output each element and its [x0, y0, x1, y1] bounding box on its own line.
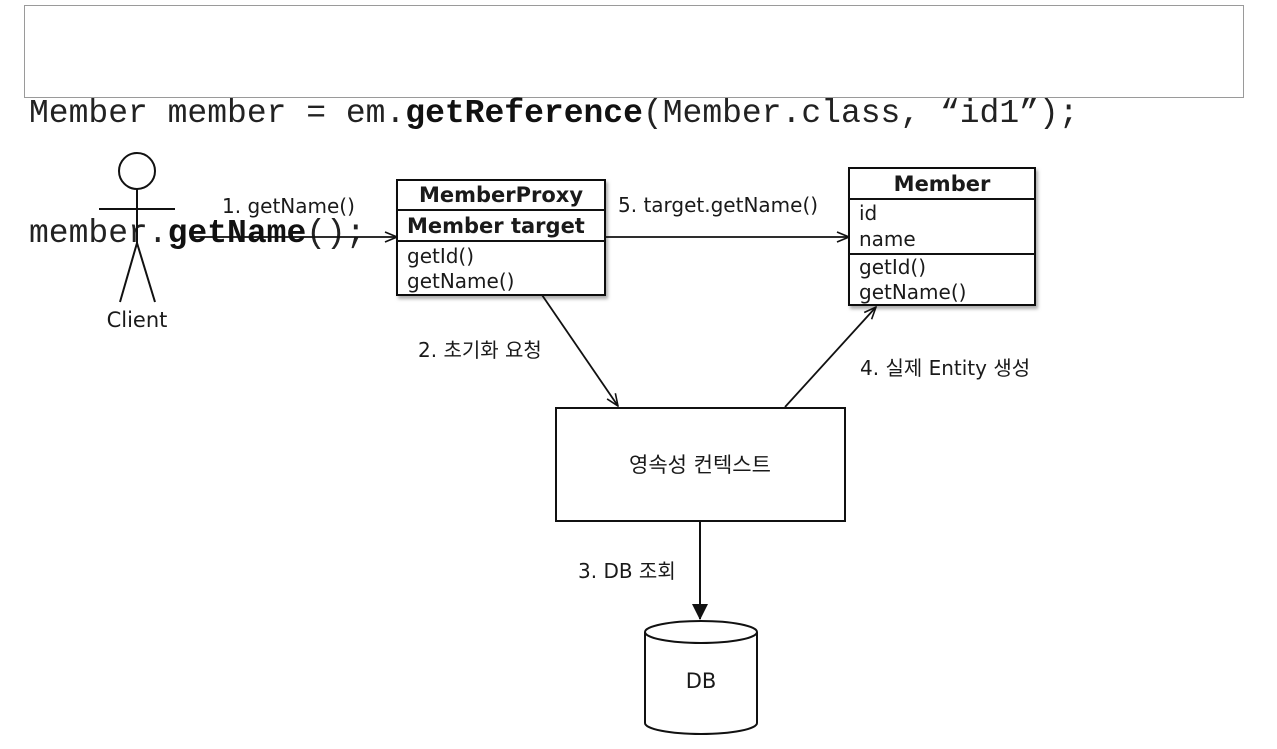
code-line-2: member.getName(); — [29, 214, 1243, 254]
arrow-create-entity — [784, 307, 876, 408]
member-proxy-class-box: MemberProxy Member target getId() getNam… — [396, 179, 606, 296]
database-cylinder-icon: DB — [644, 620, 758, 735]
code-method: getReference — [405, 95, 643, 132]
persistence-context-label: 영속성 컨텍스트 — [629, 453, 771, 477]
step-2-label: 2. 초기화 요청 — [418, 338, 542, 362]
proxy-method: getId() — [407, 244, 474, 268]
client-actor-icon — [99, 152, 175, 303]
proxy-method: getName() — [407, 269, 514, 293]
member-title: Member — [894, 172, 991, 196]
member-method: getName() — [859, 280, 966, 304]
code-text: (Member.class, “id1”); — [642, 95, 1079, 132]
arrow-init-request — [541, 294, 618, 406]
code-method: getName — [167, 215, 307, 252]
db-label: DB — [686, 669, 717, 693]
member-field: id — [859, 201, 877, 225]
member-class-box: Member id name getId() getName() — [848, 167, 1036, 306]
client-label: Client — [107, 308, 168, 332]
step-4-label: 4. 실제 Entity 생성 — [860, 356, 1030, 380]
member-field: name — [859, 227, 916, 251]
step-3-label: 3. DB 조회 — [578, 559, 676, 583]
step-1-label: 1. getName() — [222, 194, 355, 218]
proxy-field: Member target — [407, 214, 585, 238]
code-snippet: Member member = em.getReference(Member.c… — [24, 5, 1244, 252]
code-text: member. — [29, 215, 168, 252]
code-line-1: Member member = em.getReference(Member.c… — [29, 94, 1243, 134]
persistence-context-box: 영속성 컨텍스트 — [555, 407, 846, 522]
code-text: Member member = em. — [29, 95, 406, 132]
member-method: getId() — [859, 255, 926, 279]
proxy-title: MemberProxy — [419, 183, 583, 207]
code-text: (); — [306, 215, 366, 252]
step-5-label: 5. target.getName() — [618, 193, 818, 217]
